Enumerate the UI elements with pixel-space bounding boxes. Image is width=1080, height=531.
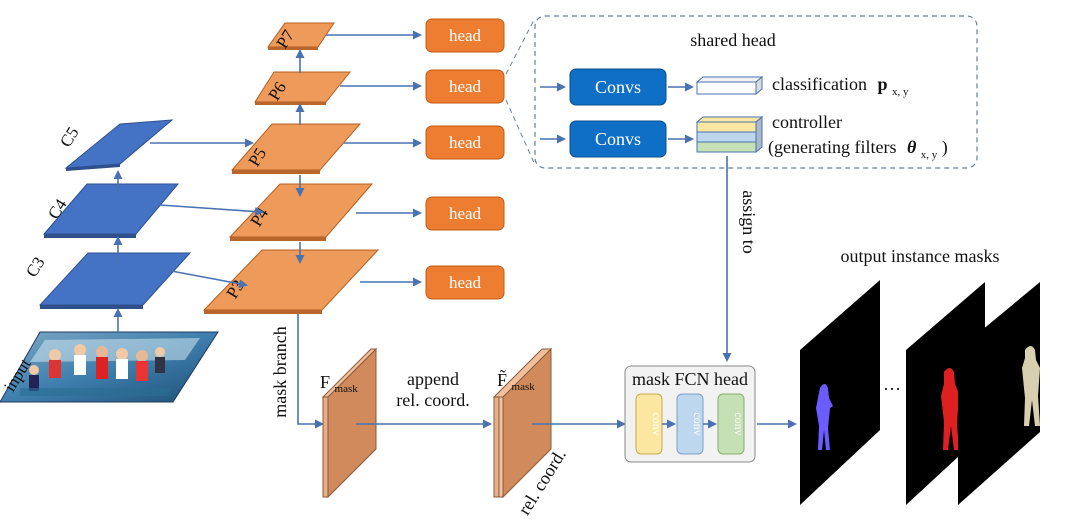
f-mask-label: F mask [320, 372, 358, 395]
c5-label: C5 [56, 124, 83, 151]
mask-branch-label: mask branch [270, 326, 290, 417]
convs-classification-label: Convs [595, 77, 641, 97]
arrow-c4-to-p4 [159, 204, 264, 217]
output-instance-masks-label: output instance masks [841, 246, 1000, 266]
head-p6-label: head [449, 77, 482, 96]
p5-level [230, 123, 362, 174]
f-tilde-sub: mask [512, 381, 536, 393]
head-p3-label: head [449, 273, 482, 292]
assign-to-label: assign to [739, 190, 759, 254]
arrow-mask-branch [297, 314, 324, 429]
p6-level [254, 71, 352, 105]
f-tilde-mask-label: F̃ mask [497, 368, 535, 393]
c5-level [64, 119, 174, 171]
head-p4-label: head [449, 204, 482, 223]
controller-output-tensor [695, 115, 764, 154]
input-image [0, 331, 219, 403]
theta-sub: x, y [921, 149, 938, 161]
c4-level [42, 183, 180, 238]
shared-head-zoom-bottom [505, 99, 536, 166]
fcn-conv-1-label: conv [650, 412, 664, 435]
classification-sub: x, y [892, 86, 909, 98]
theta-symbol: θ [907, 137, 917, 157]
convs-classification: Convs [569, 68, 667, 106]
generating-filters-label: (generating filters θ x, y ) [768, 137, 948, 162]
fcn-conv-2-label: conv [691, 412, 705, 435]
head-p3: head [425, 265, 505, 300]
f-mask-sub: mask [335, 383, 359, 395]
f-tilde-mask-feature [492, 347, 553, 499]
head-p6: head [425, 69, 505, 104]
convs-controller: Convs [569, 120, 667, 158]
append-label: append [407, 369, 459, 389]
output-mask-1 [800, 280, 880, 505]
p7-level [267, 22, 335, 50]
mask-fcn-head: mask FCN head conv conv conv [624, 365, 756, 463]
classification-output-tensor [695, 75, 764, 96]
f-mask-f: F [320, 372, 330, 392]
f-mask-feature [321, 347, 378, 499]
head-p4: head [425, 196, 505, 231]
p3-level [202, 249, 380, 314]
classification-p: p [877, 74, 887, 94]
classification-label: classification p x, y [772, 74, 909, 98]
fcn-conv-3 [717, 393, 745, 455]
mask-fcn-head-label: mask FCN head [632, 369, 748, 389]
c3-level [38, 252, 192, 309]
controller-label: controller [772, 112, 842, 132]
head-p5-label: head [449, 133, 482, 152]
arrow-c3-to-p3 [165, 269, 248, 289]
fcn-conv-3-label: conv [732, 412, 746, 435]
rel-coord-label: rel. coord. [396, 390, 469, 410]
f-tilde: F̃ [497, 368, 507, 390]
head-p7-label: head [449, 26, 482, 45]
head-p7: head [425, 18, 505, 53]
classification-text: classification [772, 74, 867, 94]
output-mask-3 [958, 282, 1040, 505]
shared-head-title: shared head [690, 30, 775, 50]
mask-ellipsis: … [883, 374, 901, 394]
head-p5: head [425, 125, 505, 160]
shared-head-box [534, 15, 978, 169]
convs-controller-label: Convs [595, 129, 641, 149]
shared-head-zoom-top [505, 17, 536, 75]
generating-filters-text: (generating filters [768, 137, 896, 158]
close-paren: ) [942, 137, 948, 158]
p4-level [228, 183, 374, 241]
c3-label: C3 [22, 254, 49, 281]
